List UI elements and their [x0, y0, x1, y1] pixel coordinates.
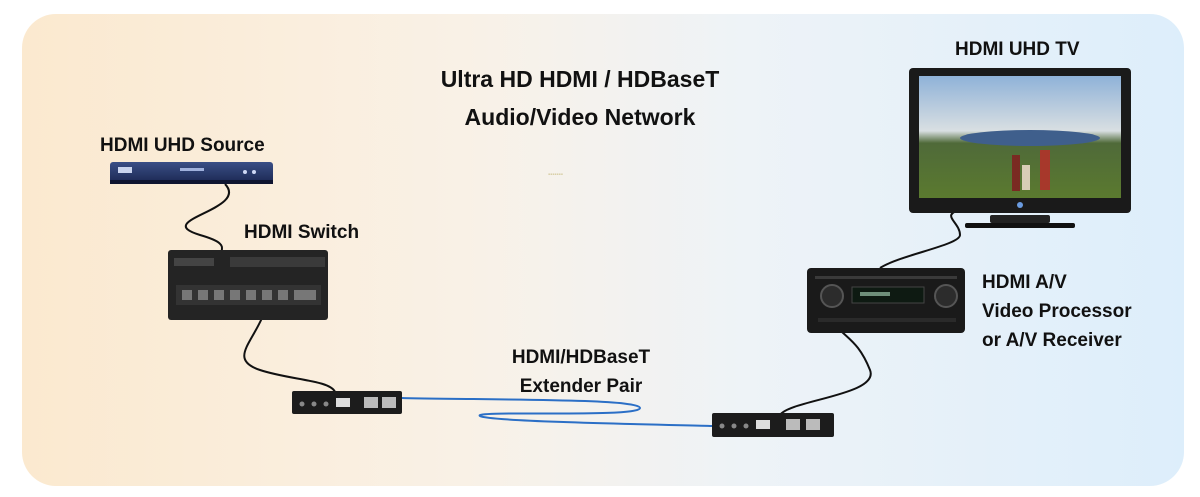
uhd-tv-device	[909, 68, 1131, 228]
bluray-player-device	[110, 162, 273, 184]
title-line-2: Audio/Video Network	[464, 104, 696, 130]
switch-label: HDMI Switch	[244, 222, 360, 243]
hdmi-cable-receiver-to-tv	[879, 209, 962, 269]
hdmi-cable-extender-to-receiver	[779, 329, 872, 416]
watermark: ▪▪▪▪▪▪▪	[548, 172, 563, 178]
hdmi-switch-device	[168, 250, 328, 320]
hdbaset-transmitter-device	[292, 391, 402, 414]
receiver-label-line-1: HDMI A/V	[982, 272, 1067, 293]
diagram-title: Ultra HD HDMI / HDBaseT Audio/Video Netw…	[400, 60, 760, 136]
extender-label-line-2: Extender Pair	[519, 376, 643, 397]
title-line-1: Ultra HD HDMI / HDBaseT	[440, 66, 720, 92]
tv-label: HDMI UHD TV	[955, 39, 1080, 60]
extender-label-line-1: HDMI/HDBaseT	[511, 347, 651, 368]
hdmi-cable-switch-to-extender	[243, 317, 336, 393]
receiver-label-line-3: or A/V Receiver	[982, 330, 1122, 351]
hdbaset-receiver-device	[712, 413, 834, 437]
extender-label: HDMI/HDBaseT Extender Pair	[486, 343, 676, 401]
hdbaset-cable	[401, 397, 713, 427]
receiver-label: HDMI A/V Video Processor or A/V Receiver	[982, 268, 1132, 355]
source-label: HDMI UHD Source	[100, 135, 265, 156]
hdmi-cable-source-to-switch	[184, 183, 230, 256]
av-receiver-device	[807, 268, 965, 333]
receiver-label-line-2: Video Processor	[982, 301, 1132, 322]
